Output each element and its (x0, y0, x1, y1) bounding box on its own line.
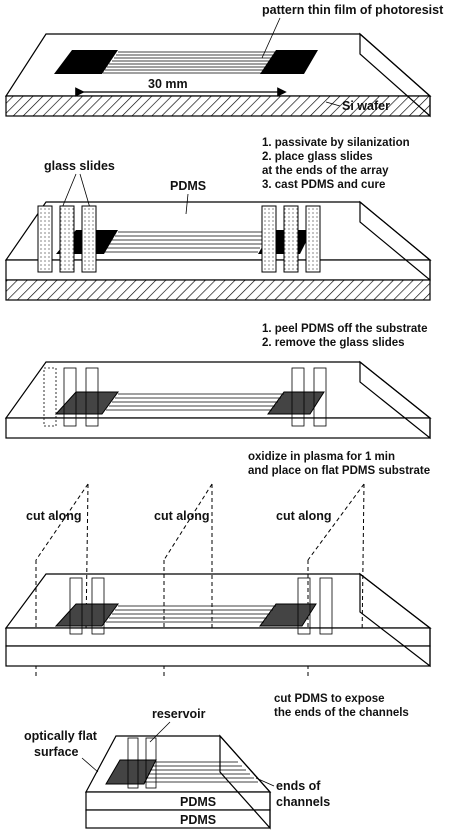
optically-flat-label-2: surface (34, 745, 79, 759)
panel-5-final: cut PDMS to expose the ends of the chann… (24, 693, 409, 830)
step2-1: 1. passivate by silanization (262, 137, 410, 149)
step5-2: the ends of the channels (274, 707, 409, 719)
step4-2: and place on flat PDMS substrate (248, 465, 430, 477)
step2-4: 3. cast PDMS and cure (262, 179, 385, 191)
photoresist-label: pattern thin film of photoresist (262, 3, 444, 17)
step3-1: 1. peel PDMS off the substrate (262, 323, 428, 335)
reservoir-label: reservoir (152, 707, 206, 721)
optically-flat-label-1: optically flat (24, 729, 98, 743)
glass-slides-left (37, 205, 97, 273)
step2-3: at the ends of the array (262, 165, 389, 177)
step2-2: 2. place glass slides (262, 151, 373, 163)
si-wafer-label: Si wafer (342, 99, 390, 113)
step5-1: cut PDMS to expose (274, 693, 385, 705)
step3-2: 2. remove the glass slides (262, 337, 405, 349)
panel-3-peel: 1. peel PDMS off the substrate 2. remove… (4, 323, 432, 440)
dimension-label: 30 mm (148, 77, 188, 91)
channel-lines (103, 51, 276, 74)
flat-pdms-substrate (5, 645, 431, 667)
pdms-label: PDMS (170, 179, 206, 193)
cut-label-3: cut along (276, 509, 332, 523)
cut-label-1: cut along (26, 509, 82, 523)
pdms-layer-top: PDMS (180, 795, 216, 809)
glass-slides-right (261, 205, 321, 273)
pad-left (54, 50, 118, 74)
ends-label-2: channels (276, 795, 330, 809)
panel-1-wafer: pattern thin film of photoresist 30 mm S… (4, 3, 444, 118)
panel-2-cast: 1. passivate by silanization 2. place gl… (4, 137, 432, 301)
cut-label-2: cut along (154, 509, 210, 523)
panel-4-oxidize: oxidize in plasma for 1 min and place on… (4, 451, 432, 676)
ends-label-1: ends of (276, 779, 321, 793)
wafer-base (5, 279, 431, 301)
pad-right (260, 50, 318, 74)
glass-slides-label: glass slides (44, 159, 115, 173)
pdms-layer-bottom: PDMS (180, 813, 216, 827)
step4-1: oxidize in plasma for 1 min (248, 451, 395, 463)
photoresist-leader (261, 17, 281, 59)
